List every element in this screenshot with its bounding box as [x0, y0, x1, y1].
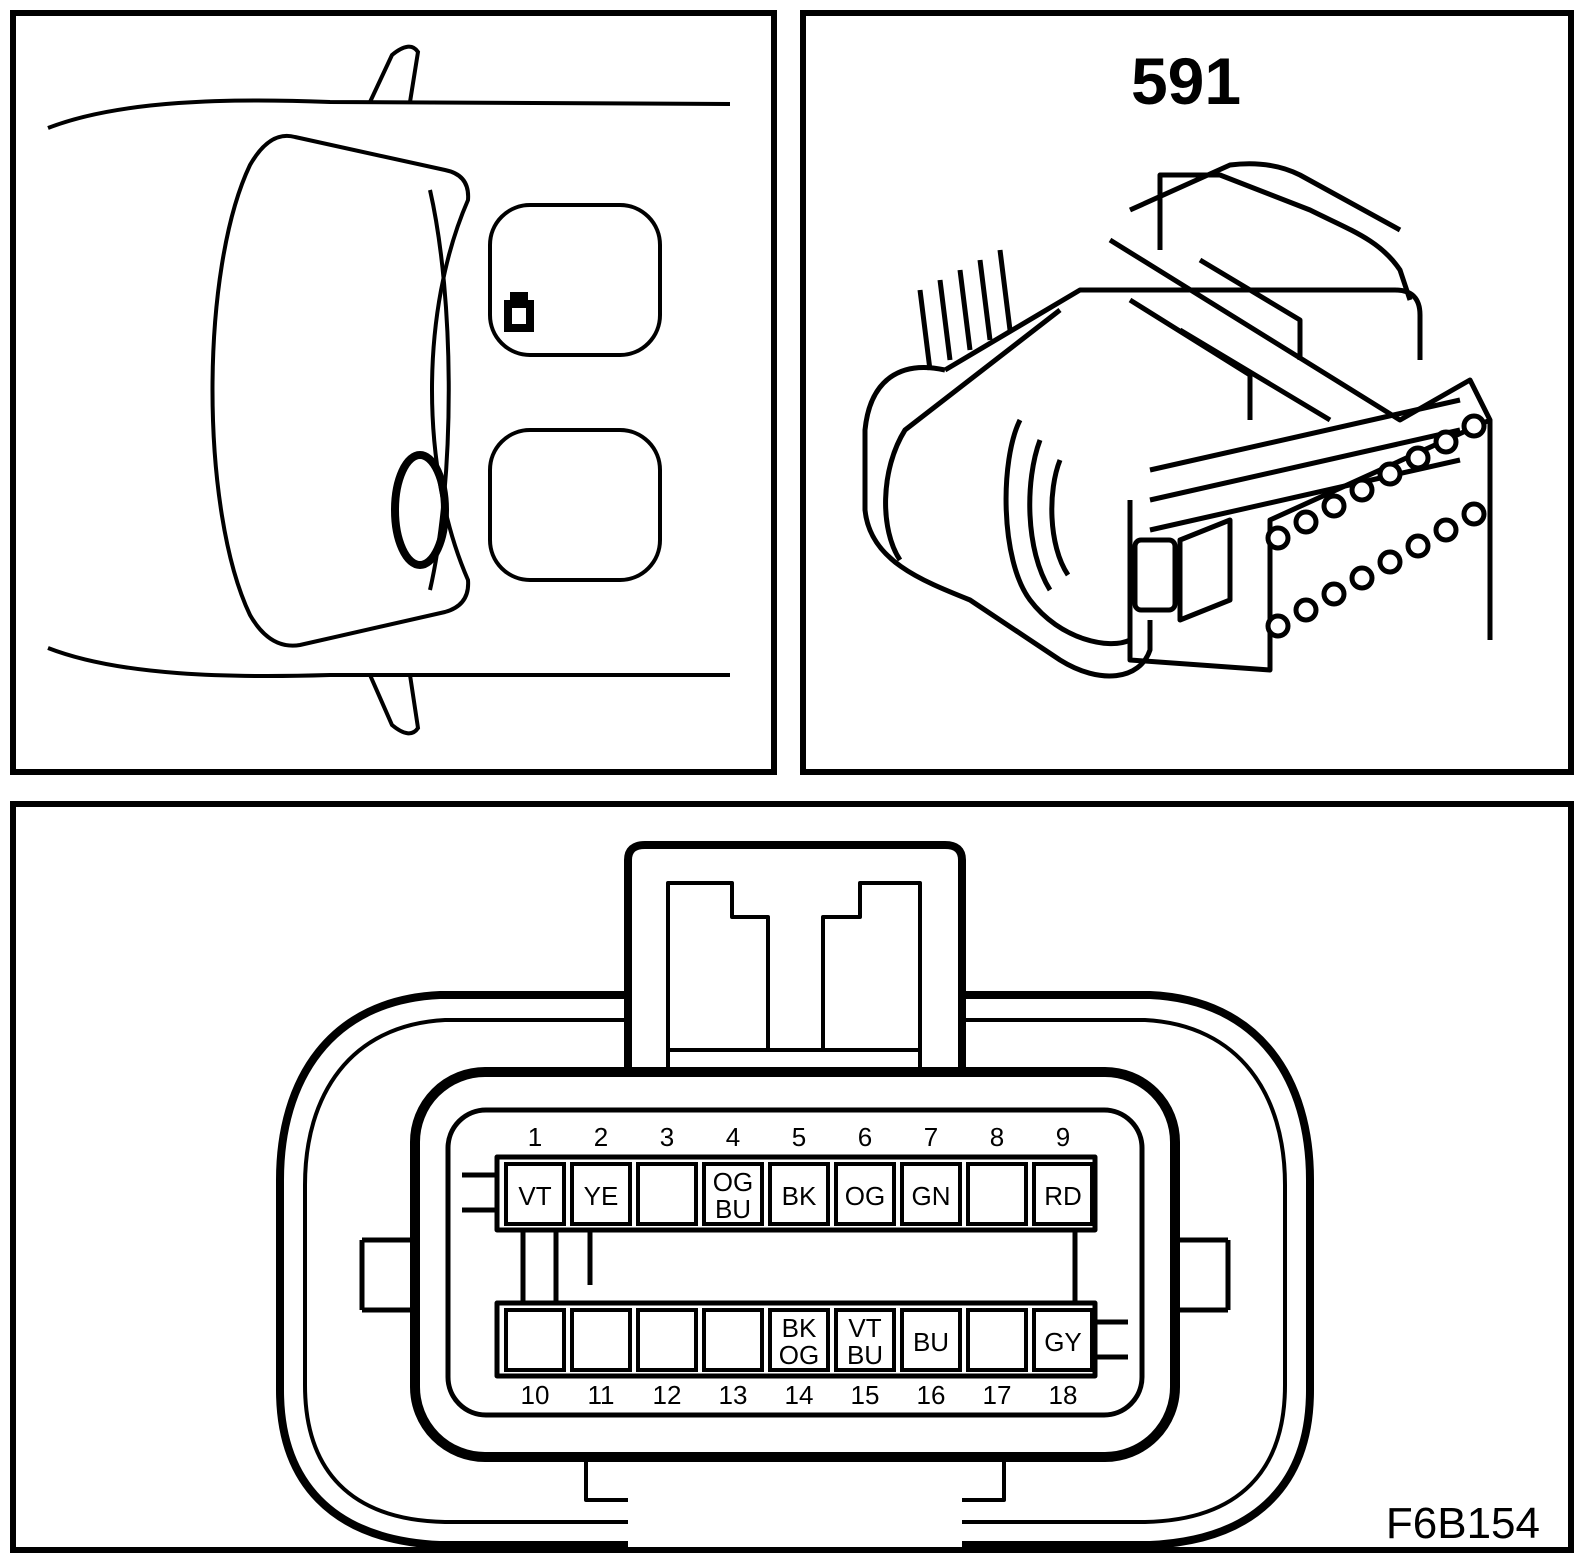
pin-3: 3	[636, 1122, 698, 1226]
pin-18-color: GY	[1044, 1327, 1082, 1357]
pin-1-number: 1	[528, 1122, 542, 1152]
pin-4-number: 4	[726, 1122, 740, 1152]
pin-1: VT 1	[504, 1122, 566, 1226]
pin-8: 8	[966, 1122, 1028, 1226]
pin-17: 17	[966, 1308, 1028, 1410]
pin-14-number: 14	[785, 1380, 814, 1410]
pin-18: GY 18	[1032, 1308, 1094, 1410]
vehicle-location-panel	[10, 10, 777, 775]
pin-1-color: VT	[518, 1181, 551, 1211]
connector-number: 591	[1131, 44, 1241, 118]
pin-16-number: 16	[917, 1380, 946, 1410]
hood-outline	[210, 133, 471, 648]
pin-10-number: 10	[521, 1380, 550, 1410]
pin-11-number: 11	[588, 1380, 615, 1410]
pin-17-number: 17	[983, 1380, 1012, 1410]
pin-2-number: 2	[594, 1122, 608, 1152]
connector-view-panel	[800, 10, 1574, 775]
pinout-panel	[10, 801, 1574, 1553]
pin-5-color: BK	[782, 1181, 817, 1211]
pin-16-color: BU	[913, 1327, 949, 1357]
pin-16: BU 16	[900, 1308, 962, 1410]
pin-15-number: 15	[851, 1380, 880, 1410]
pin-13-number: 13	[719, 1380, 748, 1410]
connector-housing	[276, 841, 1314, 1549]
pin-18-number: 18	[1049, 1380, 1078, 1410]
pin-6-color: OG	[845, 1181, 885, 1211]
pin-9-color: RD	[1044, 1181, 1082, 1211]
pin-13: 13	[702, 1308, 764, 1410]
pin-6: OG 6	[834, 1122, 896, 1226]
pin-9: RD 9	[1032, 1122, 1094, 1226]
front-seat-left	[488, 203, 662, 357]
pin-6-number: 6	[858, 1122, 872, 1152]
pin-2: YE 2	[570, 1122, 632, 1226]
pin-5: BK 5	[768, 1122, 830, 1226]
mirror-top	[368, 44, 421, 103]
pin-7-color: GN	[912, 1181, 951, 1211]
pin-8-number: 8	[990, 1122, 1004, 1152]
figure-code: F6B154	[1386, 1499, 1540, 1548]
pin-5-number: 5	[792, 1122, 806, 1152]
pin-11: 11	[570, 1308, 632, 1410]
connector-3d-pin-holes	[1265, 413, 1487, 639]
pin-10: 10	[504, 1308, 566, 1410]
steering-wheel	[391, 451, 449, 569]
front-seat-right	[488, 428, 662, 582]
pin-7: GN 7	[900, 1122, 962, 1226]
pin-3-number: 3	[660, 1122, 674, 1152]
mirror-bottom	[368, 674, 421, 736]
pin-9-number: 9	[1056, 1122, 1070, 1152]
pin-7-number: 7	[924, 1122, 938, 1152]
pin-12-number: 12	[653, 1380, 682, 1410]
connector-location-icon	[504, 292, 534, 332]
vehicle-top-view	[47, 44, 731, 736]
connector-3d-illustration	[862, 161, 1493, 679]
pin-12: 12	[636, 1308, 698, 1410]
pin-2-color: YE	[584, 1181, 619, 1211]
